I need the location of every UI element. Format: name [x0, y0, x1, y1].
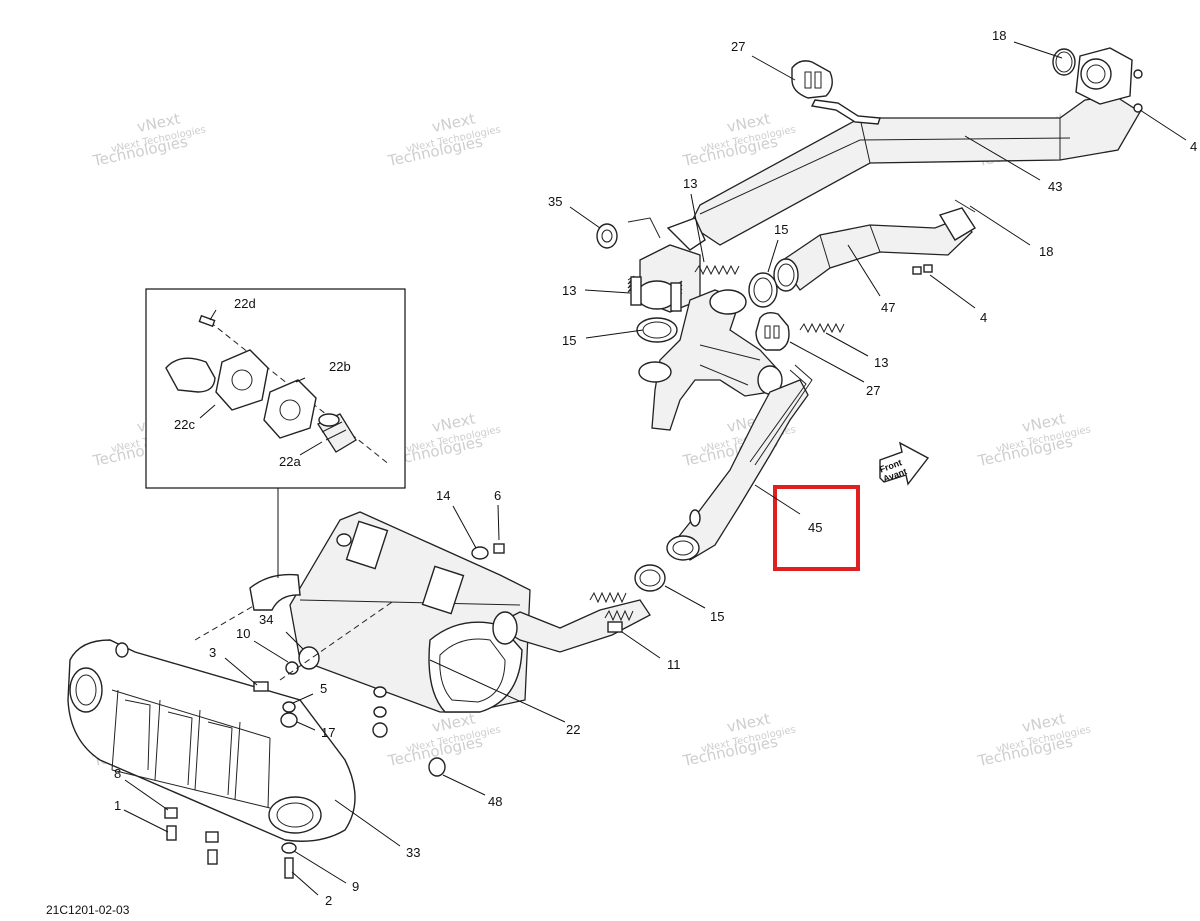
callout-27: 27 [866, 383, 880, 398]
callout-14: 14 [436, 488, 450, 503]
callout-3: 3 [209, 645, 216, 660]
springs [627, 264, 845, 334]
front-pipe [773, 199, 976, 292]
muffler [289, 511, 531, 713]
muffler-outlet-pipe [492, 599, 651, 653]
callout-35: 35 [548, 194, 562, 209]
callout-15: 15 [562, 333, 576, 348]
detail-inset [145, 288, 406, 489]
callout-22: 22 [566, 722, 580, 737]
callout-15: 15 [774, 222, 788, 237]
dashed-guide [279, 599, 396, 681]
rubber-hanger-middle [755, 311, 790, 351]
watermark: vNext Technologies vNext Technologies [680, 709, 797, 770]
callout-labels: 27 18 4 43 13 35 15 18 13 47 4 15 13 27 … [114, 28, 1197, 908]
callout-22b: 22b [329, 359, 351, 374]
callout-9: 9 [352, 879, 359, 894]
watermark: vNext Technologies vNext Technologies [385, 109, 502, 170]
callout-15: 15 [710, 609, 724, 624]
callout-22d: 22d [234, 296, 256, 311]
highlight-box [773, 485, 860, 571]
callout-18: 18 [992, 28, 1006, 43]
dashed-guide [194, 604, 256, 641]
leader-lines [123, 41, 1187, 896]
exhaust-flange [1052, 47, 1143, 113]
callout-27: 27 [731, 39, 745, 54]
diagram-code: 21C1201-02-03 [46, 903, 130, 917]
callout-4: 4 [1190, 139, 1197, 154]
callout-13: 13 [562, 283, 576, 298]
watermark: vNext Technologies vNext Technologies [975, 409, 1092, 470]
callout-5: 5 [320, 681, 327, 696]
muffler-inlet-bend [249, 573, 301, 611]
rubber-hanger [791, 60, 833, 99]
front-direction-arrow: Front Avant [878, 441, 930, 486]
callout-47: 47 [881, 300, 895, 315]
callout-22c: 22c [174, 417, 195, 432]
heat-shield [67, 639, 356, 842]
callout-13: 13 [683, 176, 697, 191]
callout-17: 17 [321, 725, 335, 740]
sleeve-clamp [748, 272, 778, 308]
callout-13: 13 [874, 355, 888, 370]
callout-34: 34 [259, 612, 273, 627]
watermark: vNext Technologies vNext Technologies [90, 109, 207, 170]
callout-48: 48 [488, 794, 502, 809]
callout-6: 6 [494, 488, 501, 503]
y-pipe [638, 289, 783, 431]
callout-1: 1 [114, 798, 121, 813]
callout-33: 33 [406, 845, 420, 860]
callout-43: 43 [1048, 179, 1062, 194]
lower-clamp [634, 564, 666, 592]
hardware [164, 543, 505, 879]
callout-45: 45 [808, 520, 822, 535]
pipe-45 [666, 364, 813, 561]
grommet [596, 223, 618, 249]
callout-18: 18 [1039, 244, 1053, 259]
lower-springs [589, 591, 634, 633]
callout-2: 2 [325, 893, 332, 908]
header-pipe [689, 95, 1141, 246]
callout-11: 11 [667, 657, 681, 672]
callout-22a: 22a [279, 454, 301, 469]
callout-4: 4 [980, 310, 987, 325]
watermark: vNext Technologies vNext Technologies [975, 709, 1092, 770]
callout-8: 8 [114, 766, 121, 781]
callout-10: 10 [236, 626, 250, 641]
